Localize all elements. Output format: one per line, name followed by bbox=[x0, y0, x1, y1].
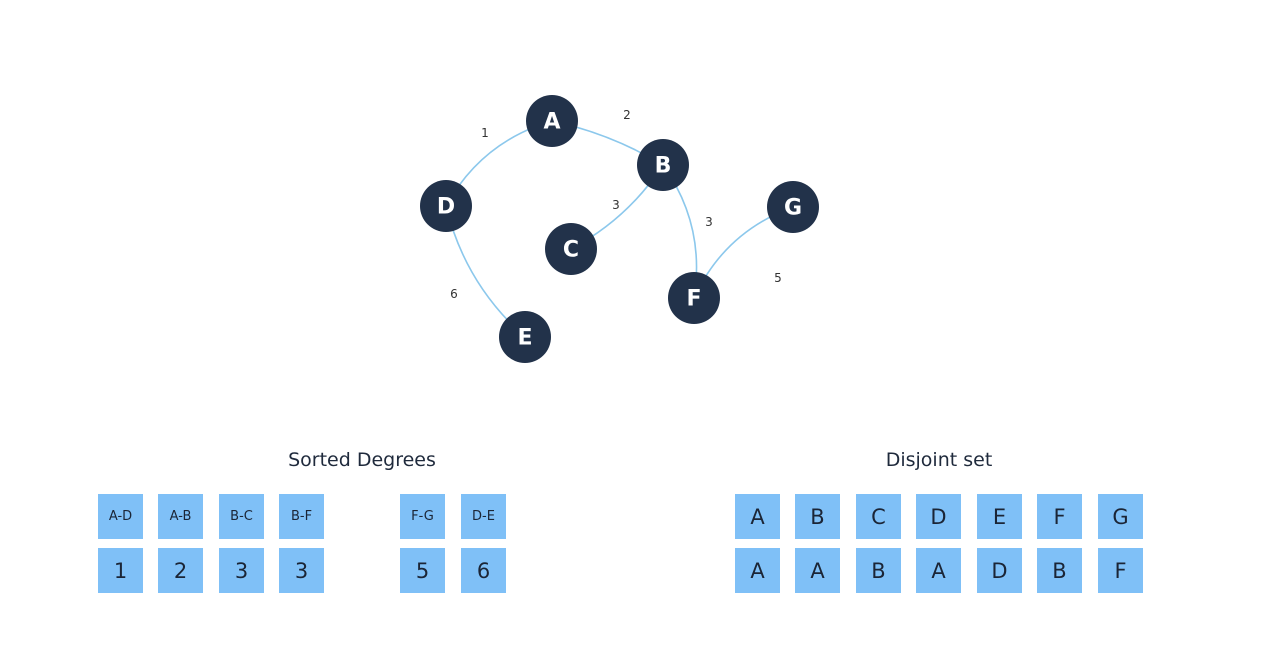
disjoint-node-cell: E bbox=[977, 494, 1022, 539]
node-label: E bbox=[517, 326, 532, 351]
disjoint-parent-cell: A bbox=[795, 548, 840, 593]
sorted-edge-cell: A-B bbox=[158, 494, 203, 539]
node-circle bbox=[526, 95, 578, 147]
node-circle bbox=[499, 311, 551, 363]
edge-weight-a-d: 1 bbox=[481, 126, 489, 140]
node-label: C bbox=[563, 238, 579, 263]
sorted-edge-cell: B-F bbox=[279, 494, 324, 539]
edge-weight-a-b: 2 bbox=[623, 108, 631, 122]
node-circle bbox=[545, 223, 597, 275]
edge-weight-b-f: 3 bbox=[705, 215, 713, 229]
disjoint-parent-cell: F bbox=[1098, 548, 1143, 593]
node-d: D bbox=[420, 180, 472, 232]
disjoint-parent-cell: B bbox=[1037, 548, 1082, 593]
disjoint-node-cell: C bbox=[856, 494, 901, 539]
sorted-weight-cell: 5 bbox=[400, 548, 445, 593]
sorted-edge-cell: A-D bbox=[98, 494, 143, 539]
node-label: F bbox=[686, 287, 701, 312]
node-b: B bbox=[637, 139, 689, 191]
edge-weight-f-g: 5 bbox=[774, 271, 782, 285]
node-label: D bbox=[437, 195, 455, 220]
sorted-weight-cell: 2 bbox=[158, 548, 203, 593]
disjoint-parent-cell: A bbox=[735, 548, 780, 593]
disjoint-node-cell: B bbox=[795, 494, 840, 539]
sorted-degrees-title: Sorted Degrees bbox=[288, 449, 436, 471]
edge-weight-d-e: 6 bbox=[450, 287, 458, 301]
sorted-edge-cell: B-C bbox=[219, 494, 264, 539]
sorted-edge-cell: D-E bbox=[461, 494, 506, 539]
sorted-weight-cell: 3 bbox=[279, 548, 324, 593]
disjoint-node-cell: G bbox=[1098, 494, 1143, 539]
node-circle bbox=[668, 272, 720, 324]
graph-edge-labels: 1 2 3 3 5 6 bbox=[450, 108, 782, 301]
disjoint-parent-cell: D bbox=[977, 548, 1022, 593]
node-g: G bbox=[767, 181, 819, 233]
sorted-edge-cell: F-G bbox=[400, 494, 445, 539]
graph-nodes: A B C D E F G bbox=[420, 95, 819, 363]
node-label: B bbox=[655, 154, 672, 179]
graph-edges bbox=[445, 120, 794, 338]
edge-weight-b-c: 3 bbox=[612, 198, 620, 212]
disjoint-node-cell: D bbox=[916, 494, 961, 539]
sorted-weight-cell: 3 bbox=[219, 548, 264, 593]
node-a: A bbox=[526, 95, 578, 147]
node-circle bbox=[420, 180, 472, 232]
sorted-weight-cell: 1 bbox=[98, 548, 143, 593]
node-c: C bbox=[545, 223, 597, 275]
disjoint-node-cell: A bbox=[735, 494, 780, 539]
sorted-weight-cell: 6 bbox=[461, 548, 506, 593]
node-circle bbox=[637, 139, 689, 191]
node-circle bbox=[767, 181, 819, 233]
disjoint-set-title: Disjoint set bbox=[885, 449, 993, 471]
node-label: A bbox=[543, 110, 560, 135]
disjoint-node-cell: F bbox=[1037, 494, 1082, 539]
node-f: F bbox=[668, 272, 720, 324]
disjoint-parent-cell: B bbox=[856, 548, 901, 593]
disjoint-parent-cell: A bbox=[916, 548, 961, 593]
node-e: E bbox=[499, 311, 551, 363]
node-label: G bbox=[784, 196, 802, 221]
